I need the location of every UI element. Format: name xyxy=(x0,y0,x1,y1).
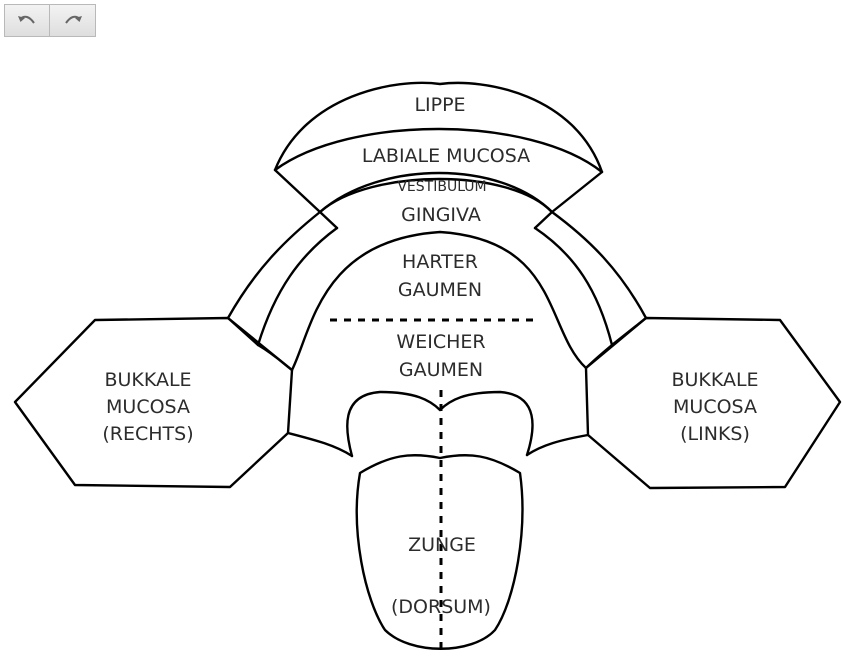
label-bukkale-links-3: (LINKS) xyxy=(680,423,750,445)
label-bukkale-rechts-3: (RECHTS) xyxy=(102,423,193,445)
inner-arch-right xyxy=(535,228,612,345)
label-zunge: ZUNGE xyxy=(408,534,476,556)
gingiva-seg-left xyxy=(320,212,337,228)
label-harter-1: HARTER xyxy=(402,251,478,273)
label-lippe: LIPPE xyxy=(414,94,465,116)
label-bukkale-links-2: MUCOSA xyxy=(673,396,757,418)
label-weicher-2: GAUMEN xyxy=(399,359,483,381)
label-harter-2: GAUMEN xyxy=(398,279,482,301)
inner-arch-left xyxy=(258,228,337,345)
outer-arch-right xyxy=(552,212,646,318)
label-weicher-1: WEICHER xyxy=(396,331,485,353)
label-vestibulum: VESTIBULUM xyxy=(397,179,486,195)
label-gingiva: GINGIVA xyxy=(401,204,481,226)
soft-palate-right xyxy=(527,435,588,455)
label-bukkale-rechts-2: MUCOSA xyxy=(106,396,190,418)
label-bukkale-rechts-1: BUKKALE xyxy=(104,369,191,391)
soft-palate-left xyxy=(288,433,352,456)
gingiva-seg-right xyxy=(535,212,552,228)
label-bukkale-links-1: BUKKALE xyxy=(671,369,758,391)
label-labiale-mucosa: LABIALE MUCOSA xyxy=(362,145,530,167)
label-dorsum: (DORSUM) xyxy=(391,596,491,618)
